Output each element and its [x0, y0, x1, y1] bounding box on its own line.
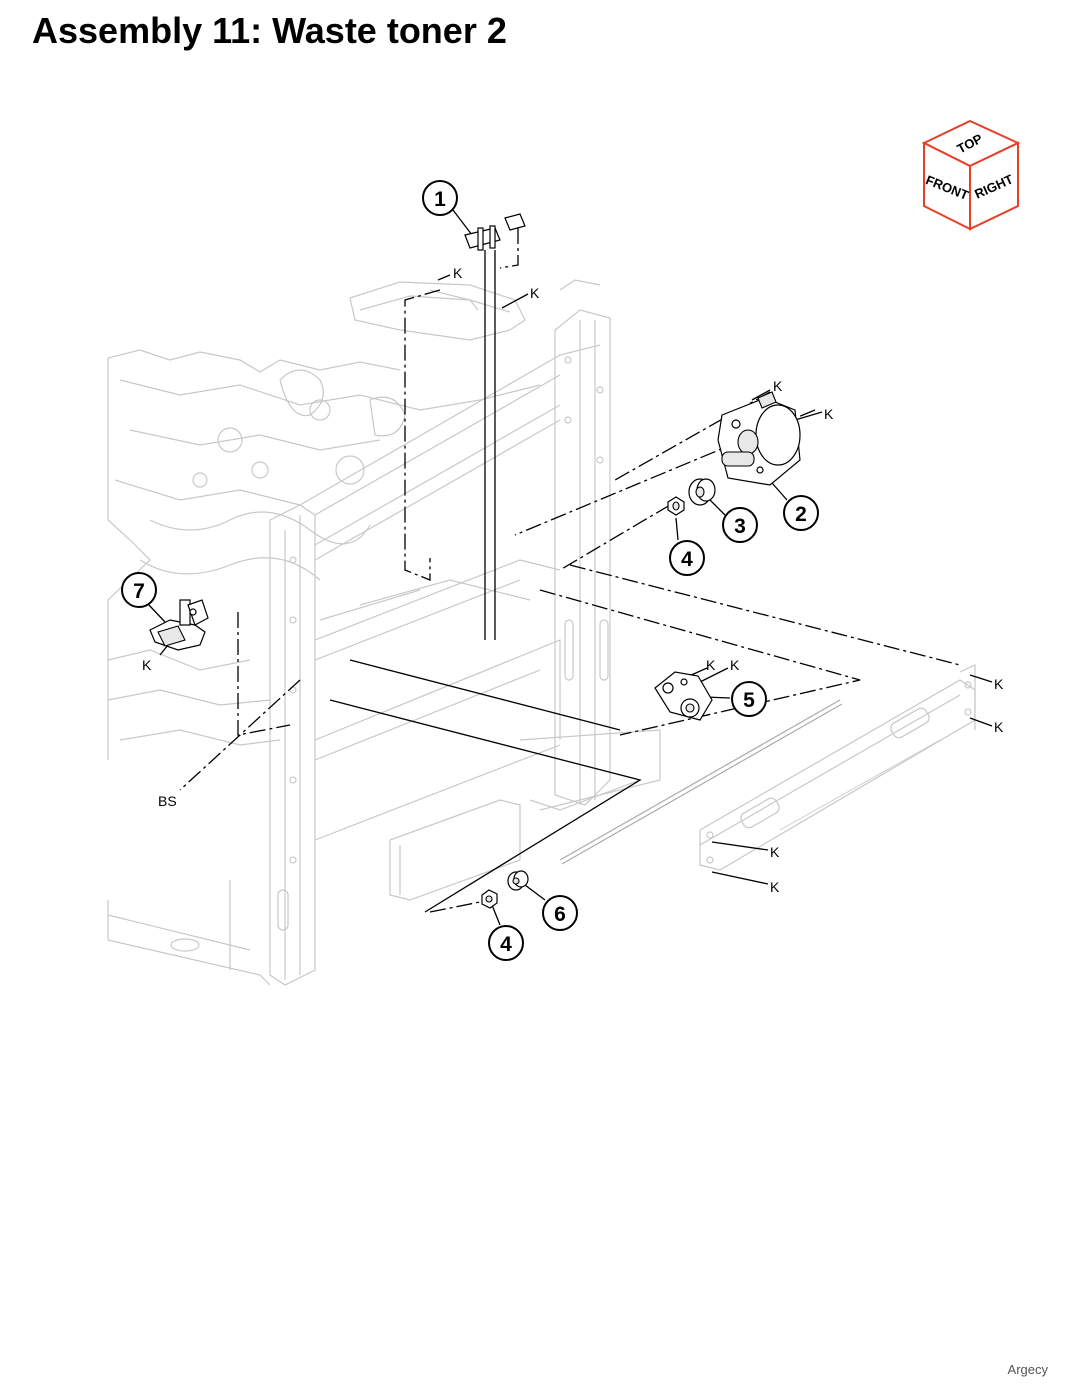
callout-2: 2 [783, 495, 819, 531]
callout-number: 7 [133, 580, 145, 603]
k-label: K [453, 265, 463, 281]
callout-4-upper: 4 [669, 540, 705, 576]
callout-number: 1 [434, 188, 446, 211]
k-label: K [824, 406, 834, 422]
callout-3: 3 [722, 507, 758, 543]
callout-number: 5 [743, 689, 755, 712]
page-title: Assembly 11: Waste toner 2 [32, 10, 507, 51]
part-1-bracket [464, 213, 526, 251]
part-3-spacer [688, 478, 716, 506]
k-label: K [770, 844, 780, 860]
bs-label: BS [158, 793, 177, 809]
part-5-gear-bracket [654, 671, 713, 721]
callout-6: 6 [542, 895, 578, 931]
k-label: K [770, 879, 780, 895]
callout-number: 2 [795, 503, 807, 526]
machine-frame [107, 279, 976, 986]
k-label: K [530, 285, 540, 301]
k-label: K [730, 657, 740, 673]
part-4-bushing-lower [481, 889, 498, 909]
k-label: K [773, 378, 783, 394]
k-label: K [994, 676, 1004, 692]
k-label: K [994, 719, 1004, 735]
callout-5: 5 [731, 681, 767, 717]
watermark: Argecy [1007, 1362, 1048, 1377]
k-label: K [142, 657, 152, 673]
callout-1: 1 [422, 180, 458, 216]
callout-7: 7 [121, 572, 157, 608]
callout-4-lower: 4 [488, 925, 524, 961]
k-label: K [706, 657, 716, 673]
orientation-cube: TOP FRONT RIGHT [921, 119, 1021, 231]
part-2-motor-drive [717, 391, 801, 486]
fastener-labels: K K K K K K K K K K K BS [142, 265, 1004, 895]
part-7-sensor-bracket [149, 599, 209, 651]
callout-number: 6 [554, 903, 566, 926]
part-6-spacer [507, 870, 529, 891]
callout-number: 3 [734, 515, 746, 538]
part-4-bushing-upper [667, 496, 685, 516]
callout-number: 4 [500, 933, 512, 956]
callout-number: 4 [681, 548, 693, 571]
